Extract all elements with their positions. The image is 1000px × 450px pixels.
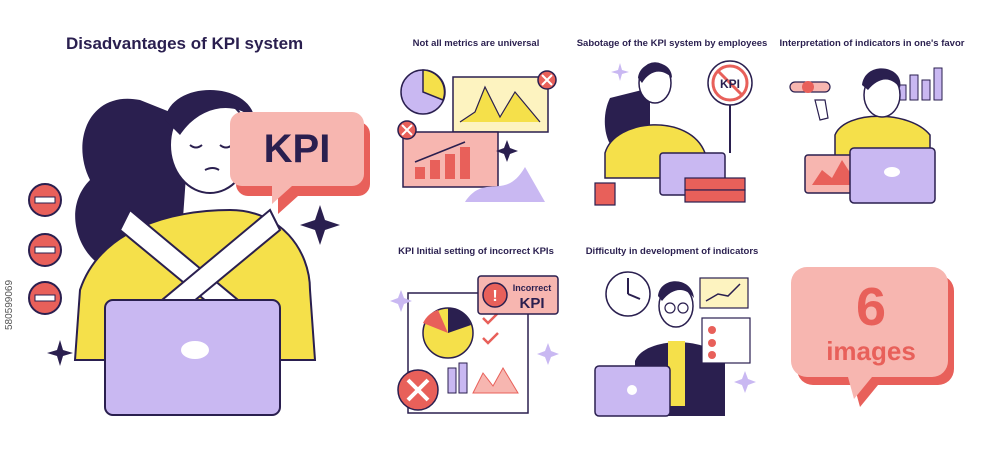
- scene-caption-2: Sabotage of the KPI system by employees: [576, 38, 768, 49]
- minus-icon: [28, 281, 62, 315]
- sparkle-icon: [537, 343, 559, 365]
- badge-label: images: [826, 336, 916, 366]
- kpi-bubble: [230, 112, 364, 204]
- scene-sabotage-illustration: KPI: [594, 60, 753, 206]
- minus-icon: [28, 233, 62, 267]
- svg-text:!: !: [492, 288, 497, 305]
- sparkle-icon: [734, 371, 756, 393]
- scene-development-illustration: [594, 271, 756, 417]
- sparkle-icon: [390, 290, 412, 312]
- sparkle-icon: [47, 340, 73, 366]
- incorrect-kpi-label: KPI: [519, 295, 544, 312]
- page-title: Disadvantages of KPI system: [66, 34, 304, 53]
- sparkle-icon: [611, 63, 629, 81]
- kpi-bubble-text: KPI: [264, 127, 331, 171]
- stock-id: 580599069: [4, 279, 15, 330]
- sign-kpi-text: KPI: [720, 77, 740, 91]
- scene-caption-5: Difficulty in development of indicators: [585, 246, 759, 257]
- scene-metrics-illustration: [397, 69, 557, 202]
- scene-caption-3: Interpretation of indicators in one's fa…: [779, 38, 965, 49]
- scene-incorrect-kpi-illustration: ! Incorrect KPI: [390, 275, 559, 414]
- hero-illustration: KPI: [28, 90, 370, 416]
- incorrect-label: Incorrect: [513, 283, 552, 293]
- scene-interpretation-illustration: [789, 67, 943, 204]
- badge-count: 6: [856, 277, 886, 337]
- sparkle-icon: [496, 140, 518, 162]
- sparkle-icon: [300, 205, 340, 245]
- images-count-badge: 6 images: [791, 267, 954, 407]
- scene-caption-4: KPI Initial setting of incorrect KPIs: [398, 246, 554, 257]
- minus-icon: [28, 183, 62, 217]
- scene-caption-1: Not all metrics are universal: [412, 38, 540, 49]
